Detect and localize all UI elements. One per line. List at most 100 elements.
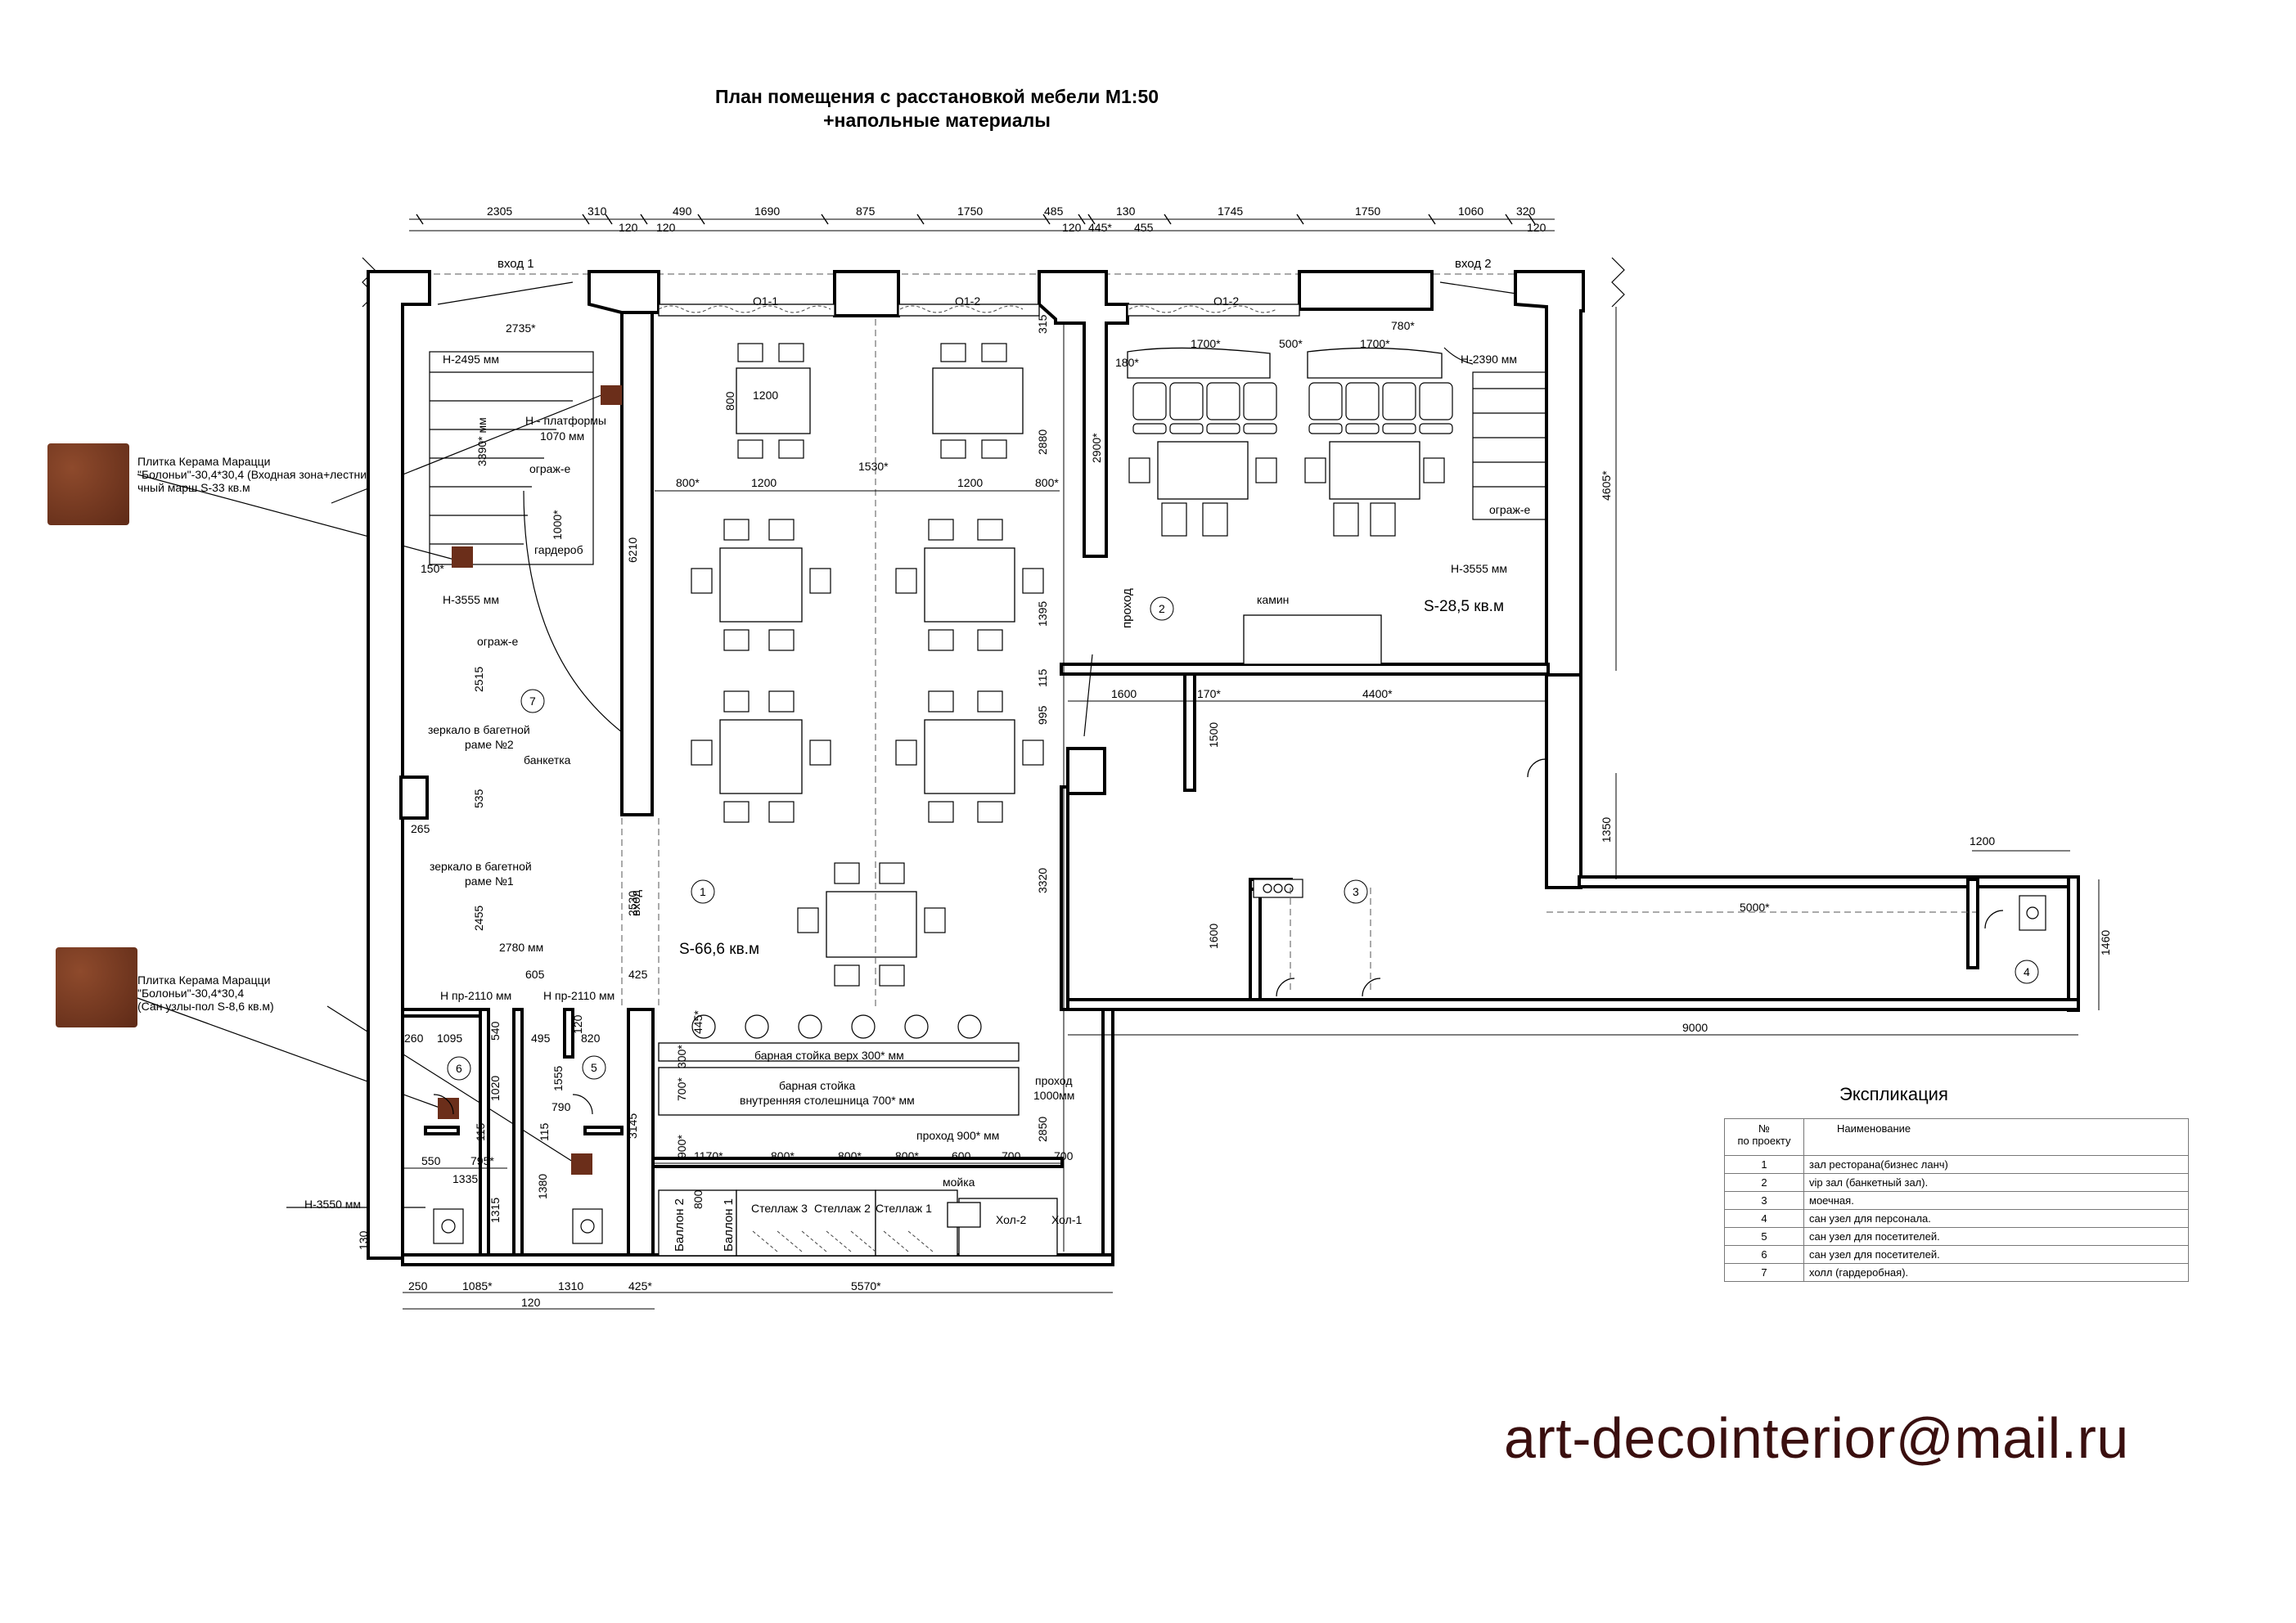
label-mirror-1-line2: раме №1 — [465, 874, 514, 888]
label-ballon-2: Баллон 2 — [673, 1198, 687, 1252]
table-cell-number: 3 — [1724, 1191, 1804, 1210]
table-cell-name: сан узел для посетителей. — [1803, 1245, 2189, 1264]
dim-1555: 1555 — [551, 1066, 565, 1091]
label-prohod-1000-b: 1000мм — [1033, 1089, 1074, 1102]
dim-1335: 1335 — [452, 1172, 478, 1185]
table-cell-name: холл (гардеробная). — [1803, 1263, 2189, 1282]
dim-800-t: 800 — [723, 391, 736, 411]
staircase-left — [429, 351, 623, 733]
label-bar-inner-2: внутренняя столешница 700* мм — [740, 1094, 915, 1107]
dim-1700a: 1700* — [1191, 337, 1221, 350]
dim-115a: 115 — [474, 1122, 487, 1141]
dim-1500: 1500 — [1207, 722, 1220, 748]
dim-995: 995 — [1036, 705, 1049, 725]
bar-counter — [658, 1014, 1058, 1257]
dim-1200-r: 1200 — [1970, 834, 1995, 847]
dim-9000: 9000 — [1682, 1021, 1708, 1034]
explication-title: Экспликация — [1839, 1084, 1948, 1104]
label-h2495: Н-2495 мм — [443, 353, 499, 366]
window-label-1: О1-1 — [753, 294, 778, 308]
room-number-6: 6 — [456, 1062, 462, 1075]
label-vhod: вход — [629, 890, 643, 916]
dim-495: 495 — [531, 1032, 551, 1045]
dim-top-130: 130 — [1116, 205, 1136, 218]
contact-email: art-decointerior@mail.ru — [1504, 1406, 2129, 1470]
dim-1600a: 1600 — [1111, 687, 1137, 700]
dim-800c: 800* — [895, 1149, 919, 1162]
dim-800v: 800 — [691, 1189, 705, 1209]
dim-b5570: 5570* — [851, 1279, 881, 1293]
dim-top-875: 875 — [856, 205, 876, 218]
tile-marker-1 — [601, 385, 622, 405]
staircase-right — [1443, 347, 1547, 520]
room-number-2: 2 — [1159, 602, 1165, 615]
dim-2735: 2735* — [506, 321, 536, 335]
tile-swatch-2 — [56, 947, 137, 1027]
label-prohod: проход — [1120, 588, 1134, 628]
room-number-3: 3 — [1353, 885, 1359, 898]
dim-top-1690: 1690 — [754, 205, 780, 218]
dim-540: 540 — [488, 1021, 502, 1041]
dim-115b: 115 — [538, 1122, 551, 1141]
dim-top-1750a: 1750 — [957, 205, 983, 218]
dim-800-r: 800* — [1035, 476, 1059, 489]
label-h-platform: Н - платформы — [525, 414, 606, 427]
dim-315: 315 — [1036, 314, 1049, 334]
dim-795: 795* — [470, 1154, 494, 1167]
dim-535: 535 — [472, 789, 485, 808]
dim-115c: 115 — [1036, 668, 1049, 687]
dim-605: 605 — [525, 968, 545, 981]
label-mirror-2-line1: зеркало в багетной — [428, 723, 530, 736]
table-cell-number: 7 — [1724, 1263, 1804, 1282]
dim-1095: 1095 — [437, 1032, 462, 1045]
dim-300: 300* — [675, 1045, 688, 1068]
dim-780: 780* — [1391, 319, 1415, 332]
dim-2900: 2900* — [1090, 433, 1103, 463]
dim-180: 180* — [1115, 356, 1139, 369]
label-mirror-1-line1: зеркало в багетной — [430, 860, 532, 873]
dim-1350: 1350 — [1600, 817, 1613, 843]
dim-b1085: 1085* — [462, 1279, 493, 1293]
label-mirror-2-line2: раме №2 — [465, 738, 514, 751]
dim-top-1750b: 1750 — [1355, 205, 1380, 218]
label-ballon-1: Баллон 1 — [722, 1198, 736, 1252]
dim-top-445: 445* — [1088, 221, 1112, 234]
dining-tables — [691, 343, 1044, 987]
dim-900v: 900* — [675, 1135, 688, 1158]
entrance-1-label: вход 1 — [497, 257, 534, 271]
dim-3320: 3320 — [1036, 868, 1049, 893]
dim-1200-t3: 1200 — [957, 476, 983, 489]
drawing-subtitle: +напольные материалы — [823, 110, 1051, 131]
dim-170: 170* — [1197, 687, 1221, 700]
walls — [367, 270, 2080, 1266]
dim-820: 820 — [581, 1032, 601, 1045]
dim-top-120b: 120 — [656, 221, 676, 234]
tile-marker-2 — [452, 546, 473, 568]
label-moika: мойка — [943, 1176, 975, 1189]
dim-top-320: 320 — [1516, 205, 1536, 218]
dim-600: 600 — [952, 1149, 971, 1162]
dim-top-455: 455 — [1134, 221, 1154, 234]
dim-top-1745: 1745 — [1218, 205, 1243, 218]
label-h3555-left: Н-3555 мм — [443, 593, 499, 606]
dim-b1310: 1310 — [558, 1279, 583, 1293]
dim-top-120c: 120 — [1062, 221, 1082, 234]
table-cell-name: зал ресторана(бизнес ланч) — [1803, 1155, 2189, 1174]
room-number-4: 4 — [2024, 965, 2030, 978]
label-hpr-1: Н пр-2110 мм — [440, 989, 511, 1002]
dim-b425: 425* — [628, 1279, 652, 1293]
explication-header-number: № по проекту — [1724, 1118, 1804, 1156]
dim-1200-t2: 1200 — [751, 476, 777, 489]
dim-1315: 1315 — [488, 1198, 502, 1223]
dim-1530: 1530* — [858, 460, 889, 473]
dim-260: 260 — [404, 1032, 424, 1045]
room-number-1: 1 — [700, 885, 706, 898]
table-cell-name: сан узел для посетителей. — [1803, 1227, 2189, 1246]
dim-top-485: 485 — [1044, 205, 1064, 218]
label-h3555-right: Н-3555 мм — [1451, 562, 1507, 575]
leader-line-1 — [137, 474, 467, 564]
window-label-2: О1-2 — [955, 294, 980, 308]
